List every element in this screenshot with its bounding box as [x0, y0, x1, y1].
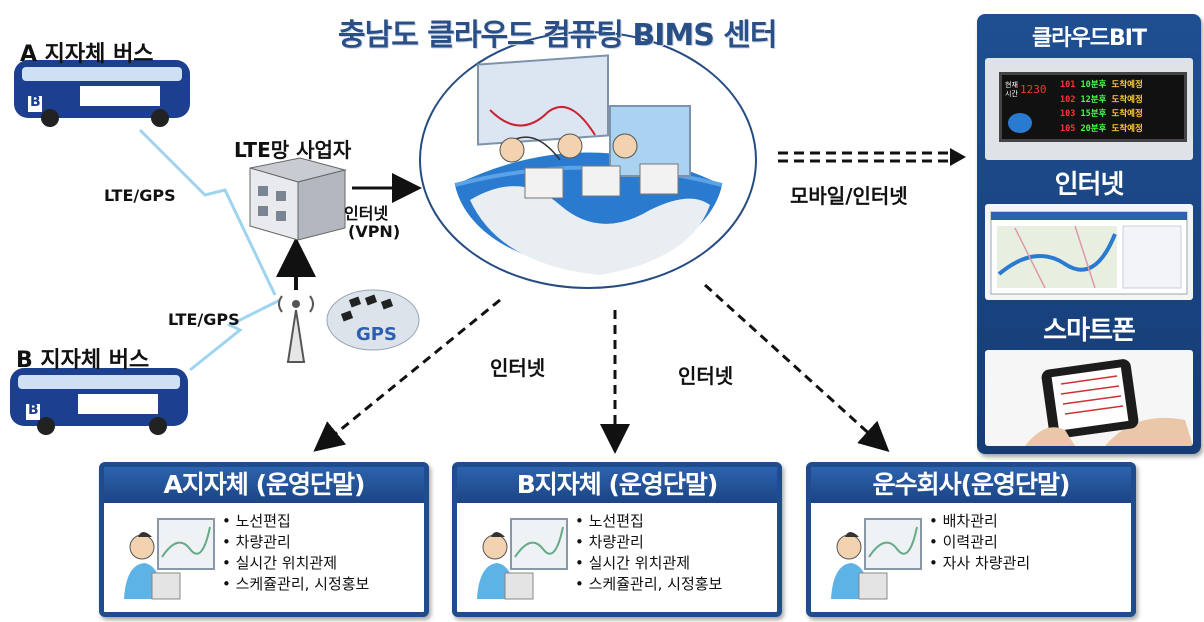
internet-arrow-a	[313, 298, 501, 452]
web-map-icon	[990, 211, 1188, 295]
vpn-label-line2: (VPN)	[348, 222, 401, 241]
bus-a-image	[14, 60, 190, 127]
bit-current-time-label: 현재 시간	[1005, 81, 1018, 98]
list-item: 노선편집	[575, 511, 722, 532]
box-title-b: B지자체 (운영단말)	[457, 467, 777, 503]
cloud-globe	[419, 31, 757, 289]
internet-screen-image	[985, 204, 1193, 300]
internet-label-right: 인터넷	[678, 364, 734, 388]
bus-a-side-mark: B	[30, 94, 41, 110]
box-title-a: A지자체 (운영단말)	[104, 467, 424, 503]
vpn-label-line1: 인터넷	[344, 204, 389, 223]
bit-board: 현재 시간 1230 101 10분후 도착예정 102 12분후 도착예정 1…	[999, 72, 1187, 142]
bit-board-image: 현재 시간 1230 101 10분후 도착예정 102 12분후 도착예정 1…	[985, 58, 1193, 160]
operator-terminal-icon	[124, 518, 215, 600]
lte-provider-label: LTE망 사업자	[234, 138, 352, 162]
lte-gps-label-a: LTE/GPS	[104, 186, 176, 205]
operator-terminal-icon	[477, 518, 568, 600]
list-item: 자사 차량관리	[929, 553, 1031, 574]
list-item: 스케쥴관리, 시정홍보	[575, 574, 723, 595]
operator-terminal-icon	[831, 518, 922, 600]
section-title-bit: 클라우드BIT	[1032, 26, 1147, 51]
gps-label: GPS	[356, 324, 397, 345]
list-item: 배차관리	[929, 511, 1030, 532]
lte-gps-label-b: LTE/GPS	[168, 310, 240, 329]
bus-b-side-mark: B	[28, 402, 39, 418]
bus-a-label: A 지자체 버스	[20, 42, 154, 67]
mobile-internet-label: 모바일/인터넷	[790, 184, 908, 208]
operator-box-c: 운수회사(운영단말) 배차관리 이력관리 자사 차량관리	[806, 462, 1136, 617]
list-item: 차량관리	[575, 532, 722, 553]
list-item: 차량관리	[222, 532, 369, 553]
bit-row: 101 10분후 도착예정	[1060, 80, 1143, 90]
list-item: 노선편집	[222, 511, 369, 532]
antenna-icon	[278, 295, 314, 363]
list-item: 이력관리	[929, 532, 1030, 553]
lte-link-b	[189, 298, 281, 372]
section-title-internet: 인터넷	[1054, 170, 1125, 200]
lte-link-a	[138, 128, 277, 296]
bit-clock: 1230	[1020, 83, 1047, 96]
box-title-c: 운수회사(운영단말)	[811, 467, 1131, 503]
bit-row: 103 15분후 도착예정	[1060, 109, 1143, 119]
list-item: 실시간 위치관제	[575, 553, 722, 574]
smartphone-hand-icon	[1025, 359, 1193, 446]
list-item: 스케쥴관리, 시정홍보	[222, 574, 370, 595]
section-title-smartphone: 스마트폰	[1043, 316, 1136, 346]
bus-b-label: B 지자체 버스	[16, 348, 150, 373]
lte-building-icon	[249, 157, 347, 241]
mobile-arrow-head	[950, 148, 966, 166]
internet-label-left: 인터넷	[490, 356, 546, 380]
internet-arrow-c	[703, 283, 890, 453]
bit-row: 105 20분후 도착예정	[1060, 123, 1143, 134]
box-items-a: 노선편집 차량관리 실시간 위치관제 스케쥴관리, 시정홍보	[222, 511, 370, 595]
smartphone-image	[985, 350, 1193, 446]
gps-satellite-icon	[326, 289, 420, 351]
service-panel: 클라우드BIT 현재 시간 1230 101 10분후 도착예정 102 12분…	[977, 14, 1201, 454]
list-item: 실시간 위치관제	[222, 553, 369, 574]
page-title: 충남도 클라우드 컴퓨팅 BIMS 센터	[338, 18, 777, 53]
bit-rows: 101 10분후 도착예정 102 12분후 도착예정 103 15분후 도착예…	[1060, 78, 1143, 136]
bit-logo-icon	[1008, 113, 1032, 133]
operator-box-a: A지자체 (운영단말) 노선편집 차량관리 실시간 위치관제 스케쥴관리, 시정…	[99, 462, 429, 617]
bit-row: 102 12분후 도착예정	[1060, 94, 1143, 105]
bus-b-image	[10, 368, 188, 435]
box-items-c: 배차관리 이력관리 자사 차량관리	[929, 511, 1031, 574]
operator-box-b: B지자체 (운영단말) 노선편집 차량관리 실시간 위치관제 스케쥴관리, 시정…	[452, 462, 782, 617]
box-items-b: 노선편집 차량관리 실시간 위치관제 스케쥴관리, 시정홍보	[575, 511, 723, 595]
